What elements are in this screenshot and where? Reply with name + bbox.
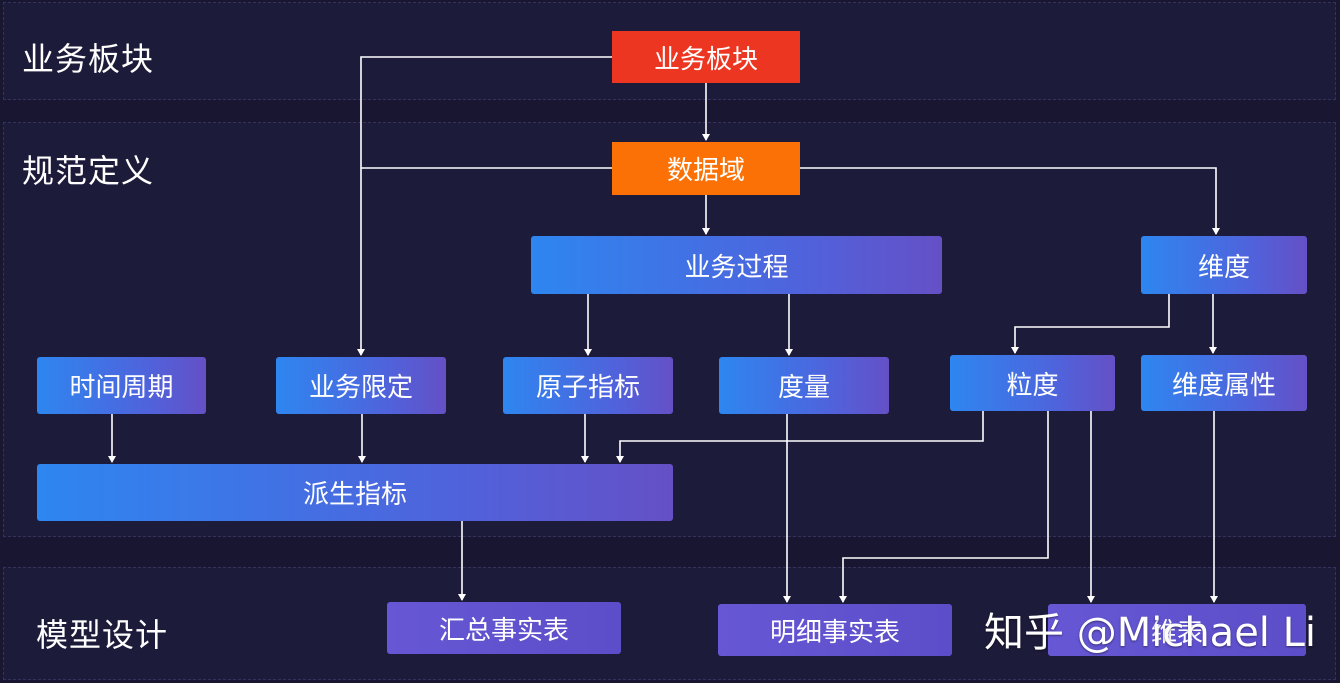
node-dimension: 维度 [1141,236,1307,294]
edge-dimension-to-granularity [1011,294,1170,354]
zhihu-watermark: 知乎 @Michael Li [984,610,1317,656]
node-summary-fact-table: 汇总事实表 [387,602,621,654]
node-business-unit: 业务板块 [612,31,800,83]
node-business-process: 业务过程 [531,236,942,294]
node-time-period: 时间周期 [37,357,206,414]
node-data-domain: 数据域 [612,142,800,195]
node-measure: 度量 [719,357,889,414]
node-detail-fact-table: 明细事实表 [718,604,952,656]
node-atomic-metric: 原子指标 [503,357,673,414]
node-dimension-table: 维表 [1048,604,1306,656]
band-label-spec: 规范定义 [22,152,155,190]
edge-granularity-to-derived [616,411,984,463]
node-dimension-attribute: 维度属性 [1141,355,1307,411]
edge-granularity-to-detail [839,411,1049,603]
edge-domain-to-dimension [800,167,1220,235]
node-granularity: 粒度 [950,355,1115,411]
node-business-qualifier: 业务限定 [276,357,446,414]
band-label-model: 模型设计 [36,616,169,654]
edge-unit-to-qualifier [357,56,612,356]
node-derived-metric: 派生指标 [37,464,673,521]
band-label-business: 业务板块 [22,40,155,78]
